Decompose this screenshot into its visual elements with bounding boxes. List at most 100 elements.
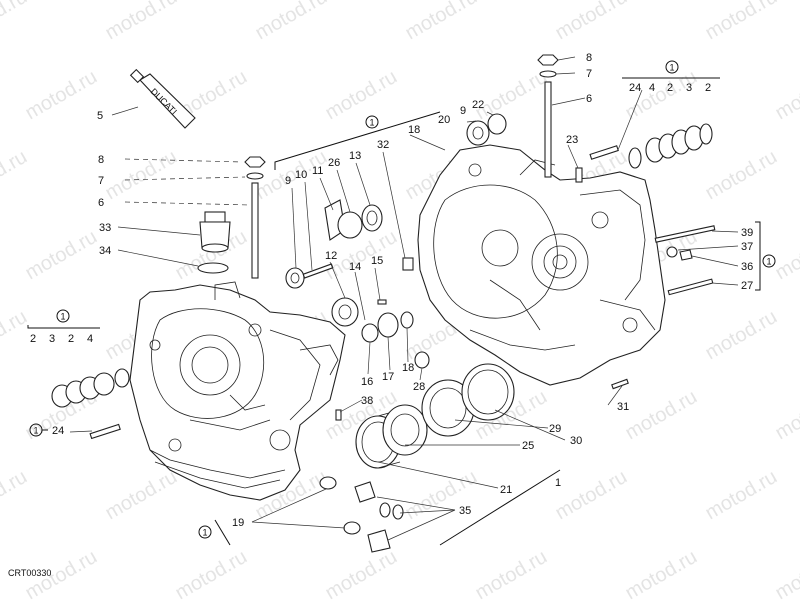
callout-11: 11 <box>312 165 323 177</box>
callout-27: 27 <box>741 280 753 292</box>
callout-5: 5 <box>97 110 103 122</box>
callout-10: 10 <box>295 169 307 181</box>
pin <box>611 378 629 390</box>
group-marker: 1 <box>29 423 43 437</box>
callout-7: 7 <box>98 175 104 187</box>
callout-8-right: 8 <box>586 52 592 64</box>
callout-31: 31 <box>617 401 629 413</box>
callout-32: 32 <box>377 139 389 151</box>
watermark-text: motod.ru <box>0 466 31 525</box>
callout-23: 23 <box>566 134 578 146</box>
watermark-text: motod.ru <box>772 386 800 445</box>
callout-9-upper: 9 <box>460 105 466 117</box>
left-crankcase-half <box>129 281 346 501</box>
callout-12: 12 <box>325 250 337 262</box>
leader-lines <box>69 56 739 541</box>
watermark-text: motod.ru <box>472 66 551 125</box>
watermark-text: motod.ru <box>0 146 31 205</box>
callout-29: 29 <box>549 423 561 435</box>
watermark-text: motod.ru <box>322 66 401 125</box>
group-markers: 1 1 1 1 1 1 <box>29 60 776 539</box>
watermark-text: motod.ru <box>772 66 800 125</box>
group-left-label: 4 <box>87 333 93 345</box>
group-tr-label: 2 <box>705 82 711 94</box>
group-left-labels: 2 3 2 4 <box>30 333 93 345</box>
watermark-text: motod.ru <box>22 66 101 125</box>
svg-text:1: 1 <box>767 257 772 267</box>
callout-34: 34 <box>99 245 111 257</box>
watermark-text: motod.ru <box>102 466 181 525</box>
callout-24-left: 24 <box>52 425 64 437</box>
breather-fitting <box>199 211 231 253</box>
callout-1: 1 <box>555 477 561 489</box>
group-left-label: 2 <box>30 333 36 345</box>
right-crankcase-half <box>417 144 666 386</box>
svg-text:1: 1 <box>203 528 208 538</box>
callout-15: 15 <box>371 255 383 267</box>
callout-19: 19 <box>232 517 244 529</box>
upper-bearing-pair <box>466 113 507 146</box>
group-marker: 1 <box>365 115 379 129</box>
bearing-stack-right <box>589 123 713 169</box>
callout-6-right: 6 <box>586 93 592 105</box>
watermark-text: motod.ru <box>622 386 701 445</box>
watermark-text: motod.ru <box>322 546 401 600</box>
watermark-text: motod.ru <box>22 226 101 285</box>
callout-25: 25 <box>522 440 534 452</box>
watermark-text: motod.ru <box>772 546 800 600</box>
callout-18-lower: 18 <box>402 362 414 374</box>
callout-33: 33 <box>99 222 111 234</box>
group-top-right-labels: 24 4 2 3 2 <box>629 82 711 94</box>
watermark-text: motod.ru <box>402 0 481 44</box>
callout-18: 18 <box>408 124 420 136</box>
watermark-text: motod.ru <box>102 0 181 44</box>
watermark-text: motod.ru <box>552 466 631 525</box>
drawing-code: CRT00330 <box>8 568 51 578</box>
watermark-text: motod.ru <box>702 466 781 525</box>
callout-30: 30 <box>570 435 582 447</box>
svg-text:1: 1 <box>370 118 375 128</box>
group-left-label: 2 <box>68 333 74 345</box>
watermark-text: motod.ru <box>0 0 31 44</box>
svg-text:1: 1 <box>61 312 66 322</box>
svg-text:1: 1 <box>670 63 675 73</box>
callout-21: 21 <box>500 484 512 496</box>
watermark-text: motod.ru <box>702 0 781 44</box>
small-screw <box>335 409 342 421</box>
group-tr-label: 2 <box>667 82 673 94</box>
watermark-text: motod.ru <box>0 306 31 365</box>
callout-14: 14 <box>349 261 361 273</box>
shaft-parts-cluster <box>285 199 414 289</box>
callout-28: 28 <box>413 381 425 393</box>
main-bearings <box>355 363 515 469</box>
callout-26: 26 <box>328 157 340 169</box>
callout-9: 9 <box>285 175 291 187</box>
watermark-text: motod.ru <box>622 66 701 125</box>
bottom-fittings <box>319 476 404 553</box>
watermark-text: motod.ru <box>552 0 631 44</box>
callout-38: 38 <box>361 395 373 407</box>
left-stud-assembly <box>244 156 266 279</box>
watermark-text: motod.ru <box>472 546 551 600</box>
callout-16: 16 <box>361 376 373 388</box>
callout-37: 37 <box>741 241 753 253</box>
callout-35: 35 <box>459 505 471 517</box>
dowel-pin <box>575 167 583 183</box>
callout-20: 20 <box>438 114 450 126</box>
watermark-text: motod.ru <box>772 226 800 285</box>
callout-36: 36 <box>741 261 753 273</box>
ducati-sealant-tube: DUCATI <box>129 68 196 129</box>
group-left-label: 3 <box>49 333 55 345</box>
group-marker: 1 <box>665 60 679 74</box>
watermark-text: motod.ru <box>252 0 331 44</box>
group-brackets <box>27 77 761 546</box>
callout-17: 17 <box>382 371 394 383</box>
callout-6: 6 <box>98 197 104 209</box>
watermark-text: motod.ru <box>102 146 181 205</box>
svg-text:1: 1 <box>34 426 39 436</box>
group-tr-label: 4 <box>649 82 655 94</box>
o-ring <box>197 262 229 274</box>
watermark-text: motod.ru <box>702 146 781 205</box>
